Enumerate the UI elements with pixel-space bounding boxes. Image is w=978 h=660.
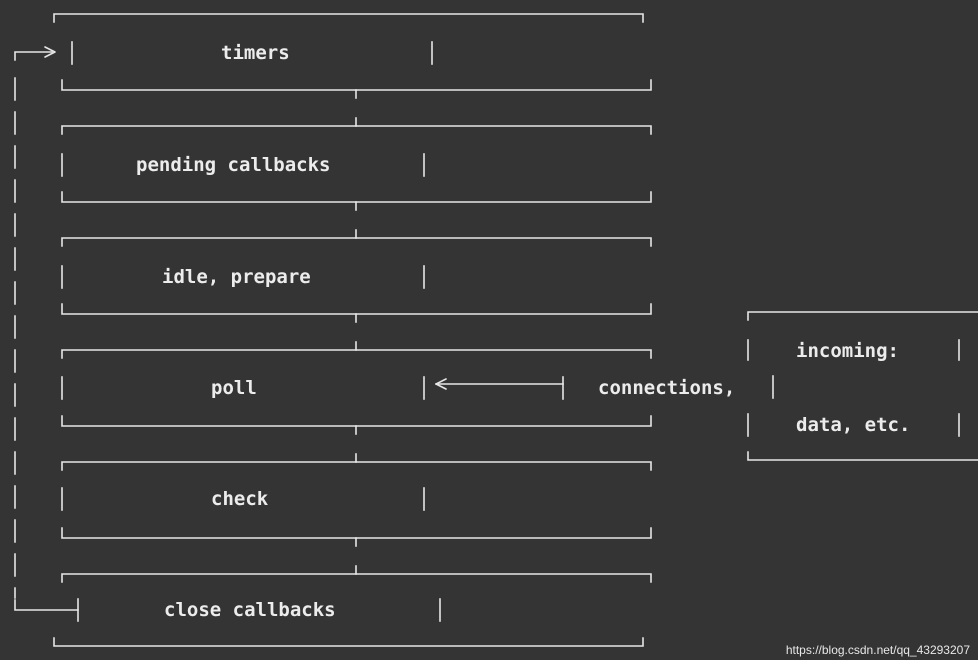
phase-label-poll: poll xyxy=(211,377,257,399)
timers-box xyxy=(53,13,652,91)
incoming-label: incoming: xyxy=(796,340,899,362)
idle-prepare-box xyxy=(61,237,652,315)
phase-label-idle-prepare: idle, prepare xyxy=(162,266,311,288)
phase-label-close-callbacks: close callbacks xyxy=(164,599,336,621)
incoming-arrow xyxy=(435,376,564,400)
phase-label-timers: timers xyxy=(221,42,290,64)
data-etc-label: data, etc. xyxy=(796,414,911,436)
incoming-box xyxy=(747,311,978,461)
phase-label-pending-callbacks: pending callbacks xyxy=(136,154,331,176)
check-box xyxy=(61,461,652,539)
phase-label-check: check xyxy=(211,488,269,510)
close-callbacks-box xyxy=(53,573,652,647)
loop-back-line xyxy=(14,46,79,611)
connections-label: connections, xyxy=(598,377,736,399)
watermark-text: https://blog.csdn.net/qq_43293207 xyxy=(785,643,970,657)
